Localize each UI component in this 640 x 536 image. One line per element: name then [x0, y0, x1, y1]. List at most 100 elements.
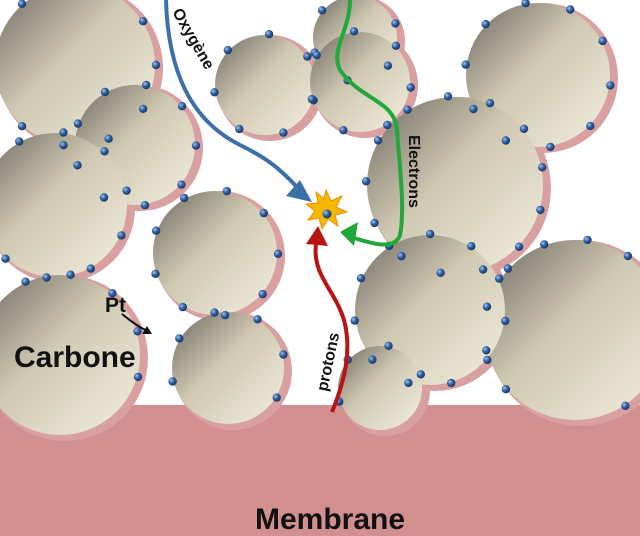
pt-particle [521, 0, 530, 8]
pt-particle [621, 401, 630, 410]
carbon-particle [338, 346, 422, 430]
pt-particle [566, 5, 575, 14]
pt-particle [259, 208, 268, 218]
pt-particle [514, 242, 524, 251]
pt-particle [108, 289, 117, 298]
proton-arrow-head [306, 226, 328, 246]
pt-particle [361, 177, 371, 186]
pt-particle [222, 186, 231, 196]
pt-particle [349, 27, 359, 36]
carbon-label: Carbone [14, 341, 136, 374]
pt-particle [481, 19, 490, 29]
pt-particle [73, 119, 83, 128]
pt-pointer-head [142, 326, 152, 334]
pt-particle [461, 60, 470, 69]
pt-particle [519, 124, 529, 133]
pt-particle [17, 0, 27, 8]
pt-particle [356, 274, 366, 283]
pt-particle [312, 50, 321, 60]
pt-particle [598, 36, 607, 46]
pt-particle [142, 80, 151, 90]
pt-particle [370, 218, 379, 228]
pt-particle [339, 126, 348, 135]
pt-particle [467, 242, 476, 251]
pt-particle [303, 52, 312, 61]
star-burst-icon [304, 188, 349, 231]
pt-particle [406, 83, 415, 92]
pt-particle [272, 393, 281, 402]
pt-particle [279, 128, 288, 137]
pt-particle [210, 308, 219, 317]
pt-particle [443, 92, 453, 101]
pt-particle [403, 105, 412, 114]
pt-particle [180, 193, 189, 203]
pt-particle [317, 6, 327, 15]
pt-particle [42, 273, 51, 282]
pt-particle [478, 265, 488, 274]
electron-path-arrow [335, 0, 405, 247]
pt-particle [391, 19, 400, 28]
pt-particle [447, 378, 456, 388]
platinum-particles [1, 0, 633, 410]
pt-particle [59, 141, 68, 150]
pt-particle [279, 350, 288, 359]
pt-particle [264, 30, 274, 39]
pt-particle [177, 102, 187, 111]
electrons-label: Electrons [405, 135, 422, 208]
reaction-pt-particle [322, 209, 332, 219]
pt-particle [253, 315, 262, 324]
pt-particle [503, 264, 513, 273]
pt-particle [138, 17, 148, 26]
pt-particle [501, 316, 510, 326]
pt-particle [235, 124, 244, 134]
pt-particle [223, 45, 232, 55]
pt-particle [383, 61, 393, 70]
pt-particle [133, 372, 143, 382]
pt-particle [426, 229, 435, 239]
carbon-particles [0, 0, 640, 435]
pt-particle [501, 385, 511, 394]
pt-particle [391, 41, 401, 50]
pt-label: Pt [105, 294, 126, 317]
pt-particle [384, 341, 393, 350]
pt-particle [191, 141, 201, 150]
pt-particle [99, 193, 109, 202]
pt-particle [73, 161, 82, 170]
carbon-particle [0, 133, 127, 277]
pt-particle [1, 254, 10, 263]
oxygen-path-arrow [164, 0, 302, 192]
pt-particle [350, 316, 359, 325]
pt-particle [368, 355, 377, 364]
pt-particle [397, 251, 406, 261]
pt-particle [15, 137, 24, 146]
pt-particle [273, 249, 283, 258]
carbon-particle [172, 312, 284, 424]
carbon-particle [485, 240, 640, 420]
pt-particle [220, 311, 230, 320]
pt-particle [122, 186, 131, 195]
pt-particle [538, 163, 547, 172]
pt-particle [383, 120, 392, 130]
pt-particle [86, 264, 96, 273]
pt-particle [606, 81, 615, 90]
pt-particle [469, 104, 478, 114]
pt-particle [583, 235, 592, 245]
pt-particle [258, 289, 267, 299]
pt-particle [100, 147, 109, 156]
pt-particle [104, 134, 113, 143]
pt-particle [133, 327, 142, 336]
pt-particle [168, 377, 177, 386]
oxygen-arrow-head [286, 180, 312, 202]
pt-particle [151, 60, 161, 70]
pt-particle [151, 269, 160, 278]
pt-particle [483, 355, 492, 365]
pt-particle [175, 334, 184, 343]
carbon-particle [153, 191, 277, 315]
carbon-particle [367, 97, 543, 273]
carbon-particle [355, 235, 505, 385]
pt-particle [307, 94, 317, 104]
proton-path-arrow [313, 243, 350, 413]
pt-particle [482, 346, 491, 355]
pt-particle [373, 136, 383, 145]
pt-particle [416, 370, 425, 379]
